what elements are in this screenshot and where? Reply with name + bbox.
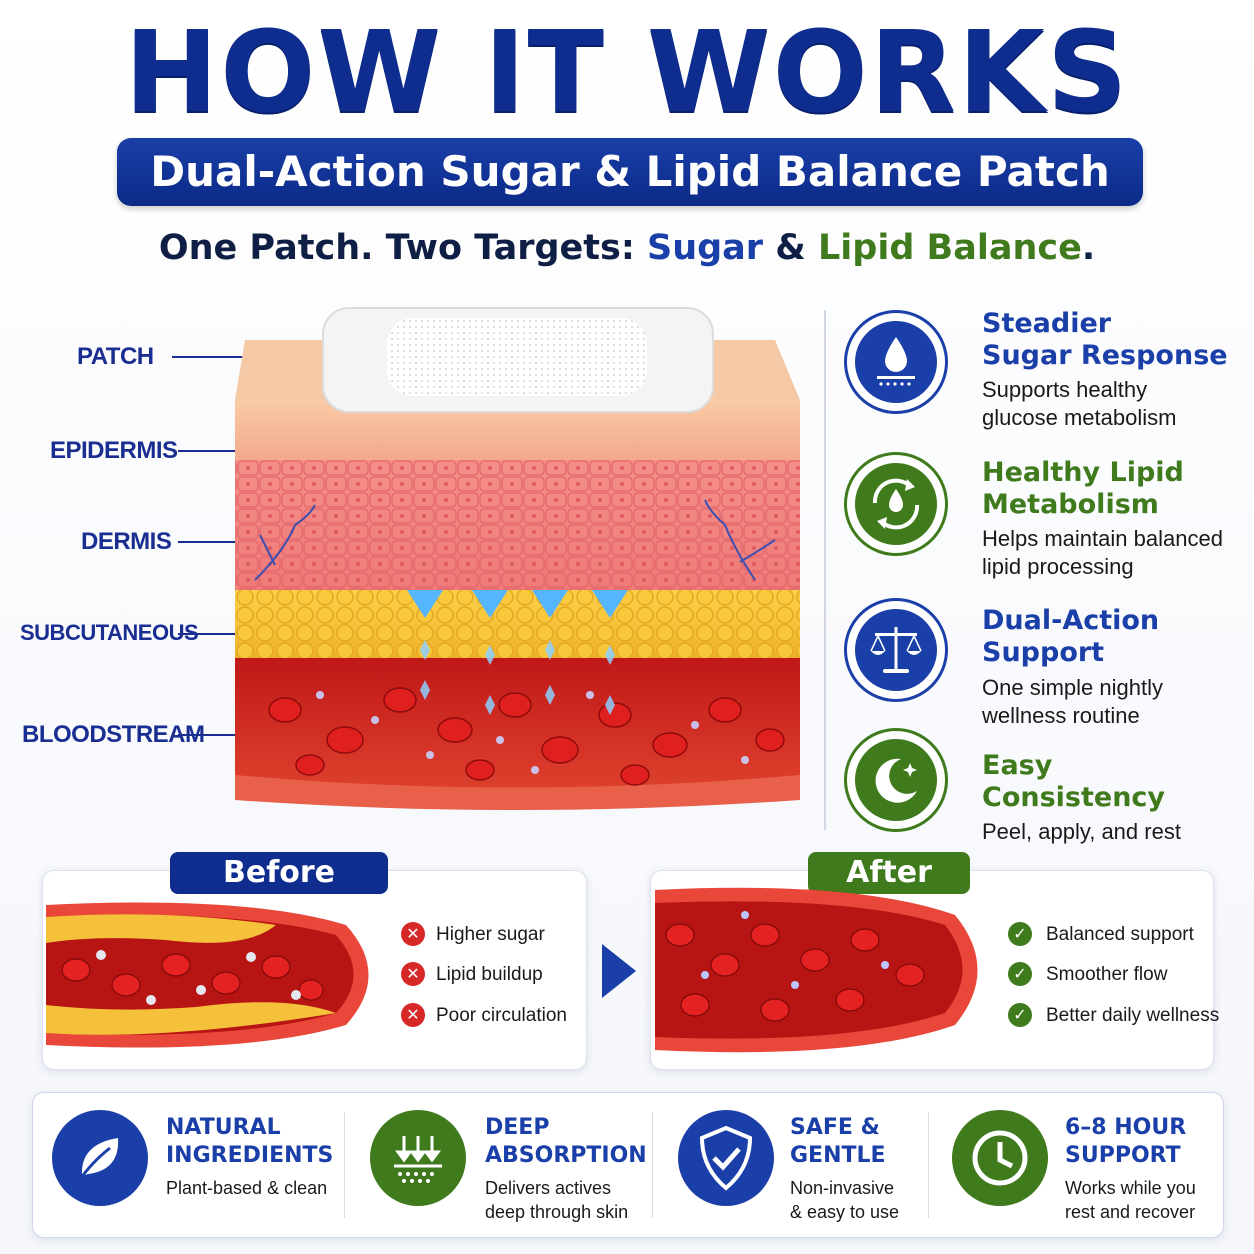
benefit-desc-line1: One simple nightly [982,675,1163,700]
feature-title-line2: GENTLE [790,1143,886,1168]
after-item: Balanced support [1046,924,1194,945]
feature-title-line2: SUPPORT [1065,1143,1181,1168]
benefit-title-line2: Metabolism [982,489,1159,520]
benefit-title-line1: Dual-Action [982,605,1160,636]
benefit-desc: Helps maintain balanced lipid processing [982,525,1223,581]
layer-label-dermis: DERMIS [81,528,172,555]
feature-desc-line2: rest and recover [1065,1202,1196,1222]
feature-title-line2: INGREDIENTS [166,1143,334,1168]
vertical-divider [824,310,826,830]
feature-desc: Delivers actives deep through skin [485,1176,628,1224]
recycle-drop-icon [844,452,948,556]
leaf-icon [52,1110,148,1206]
feature-title-line1: 6–8 HOUR [1065,1115,1187,1140]
layer-label-epidermis: EPIDERMIS [50,437,178,464]
benefit-title: Steadier Sugar Response [982,308,1228,372]
feature-desc: Plant-based & clean [166,1176,327,1200]
benefit-title-line1: Easy [982,750,1053,781]
feature-desc-line2: & easy to use [790,1202,900,1222]
tagline-lipid: Lipid Balance [817,228,1082,268]
skin-cross-section-illustration [235,307,800,810]
layer-label-bloodstream: BLOODSTREAM [22,721,205,748]
feature-divider [652,1112,653,1218]
before-label: Before [170,852,388,894]
clogged-vessel-illustration [46,902,369,1048]
feature-desc: Non-invasive & easy to use [790,1176,899,1224]
product-banner: Dual-Action Sugar & Lipid Balance Patch [117,138,1143,206]
feature-title: DEEP ABSORPTION [485,1114,647,1170]
page-title: HOW IT WORKS [124,8,1130,138]
x-icon: ✕ [401,1003,425,1027]
check-icon: ✓ [1008,962,1032,986]
clock-icon [952,1110,1048,1206]
feature-desc-line1: Works while you [1065,1178,1196,1198]
feature-title-line2: ABSORPTION [485,1143,647,1168]
benefit-title: Dual-Action Support [982,605,1159,669]
before-item: Higher sugar [436,924,545,945]
benefit-title: Healthy Lipid Metabolism [982,457,1184,521]
tagline: One Patch. Two Targets: Sugar & Lipid Ba… [0,228,1254,268]
before-item: Poor circulation [436,1005,567,1026]
benefit-desc: Supports healthy glucose metabolism [982,376,1176,432]
benefit-desc-line2: lipid processing [982,554,1134,579]
benefit-title-line2: Support [982,637,1105,668]
feature-title: 6–8 HOUR SUPPORT [1065,1114,1186,1170]
feature-title-line1: DEEP [485,1115,550,1140]
feature-title: SAFE & GENTLE [790,1114,886,1170]
check-icon: ✓ [1008,922,1032,946]
feature-desc: Works while you rest and recover [1065,1176,1196,1224]
feature-desc-line2: deep through skin [485,1202,629,1222]
after-item: Better daily wellness [1046,1005,1220,1026]
benefit-title-line2: Sugar Response [982,340,1228,371]
feature-divider [344,1112,345,1218]
benefit-desc-line1: Peel, apply, and rest [982,819,1181,844]
tagline-suffix: . [1081,228,1096,268]
feature-divider [928,1112,929,1218]
after-label: After [808,852,970,894]
layer-label-subcutaneous: SUBCUTANEOUS [20,620,199,645]
x-icon: ✕ [401,962,425,986]
benefit-title: Easy Consistency [982,750,1165,814]
scale-icon [844,598,948,702]
shield-check-icon [678,1110,774,1206]
tagline-sugar: Sugar [647,228,764,268]
feature-title: NATURAL INGREDIENTS [166,1114,333,1170]
clear-vessel-illustration [655,887,978,1053]
absorption-icon [370,1110,466,1206]
benefit-desc-line1: Supports healthy [982,377,1148,402]
x-icon: ✕ [401,922,425,946]
tagline-amp: & [763,228,818,268]
benefit-desc: Peel, apply, and rest [982,818,1181,846]
feature-desc-line1: Plant-based & clean [166,1178,328,1198]
benefit-desc-line2: glucose metabolism [982,405,1177,430]
moon-icon [844,728,948,832]
benefit-desc-line2: wellness routine [982,703,1140,728]
feature-title-line1: SAFE & [790,1115,880,1140]
drop-icon [844,310,948,414]
check-icon: ✓ [1008,1003,1032,1027]
benefit-title-line1: Steadier [982,308,1112,339]
benefit-desc-line1: Helps maintain balanced [982,526,1223,551]
feature-desc-line1: Delivers actives [485,1178,612,1198]
benefit-title-line2: Consistency [982,782,1166,813]
arrow-right-icon [602,944,636,998]
feature-title-line1: NATURAL [166,1115,281,1140]
feature-desc-line1: Non-invasive [790,1178,895,1198]
before-item: Lipid buildup [436,964,543,985]
benefit-desc: One simple nightly wellness routine [982,674,1163,730]
benefit-title-line1: Healthy Lipid [982,457,1184,488]
after-item: Smoother flow [1046,964,1168,985]
layer-label-patch: PATCH [77,343,154,370]
tagline-prefix: One Patch. Two Targets: [158,228,647,268]
